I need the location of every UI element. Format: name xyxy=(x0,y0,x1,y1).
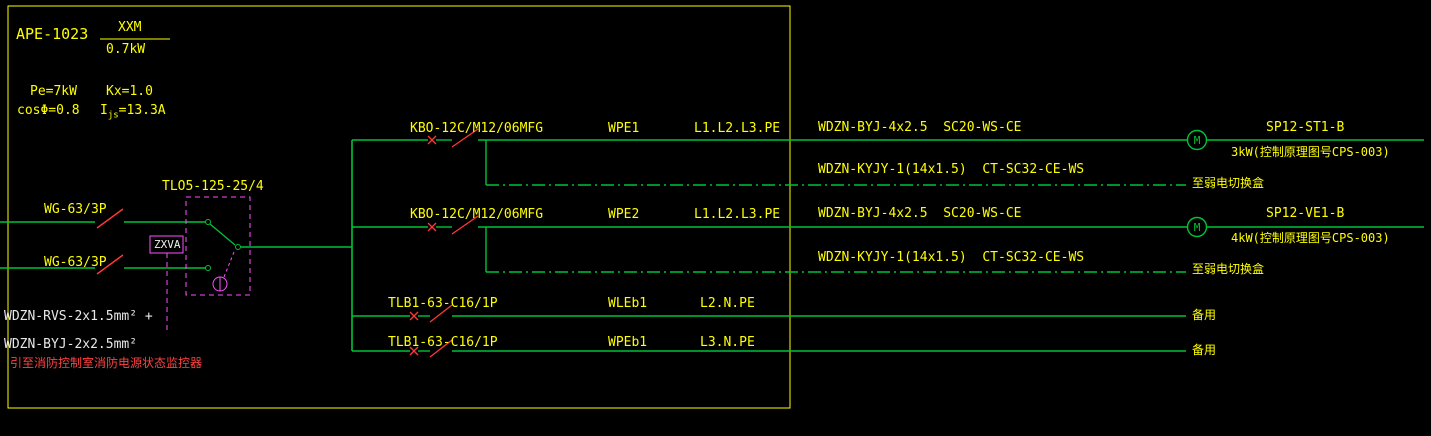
zxva-label: ZXVA xyxy=(154,238,181,251)
branch3-dest-label: 备用 xyxy=(1192,308,1217,322)
cos-phi-label: cosΦ=0.8 xyxy=(17,103,80,118)
branch1-load-name-label: SP12-ST1-B xyxy=(1266,120,1345,135)
branch2-cable-label: WDZN-BYJ-4x2.5 SC20-WS-CE xyxy=(818,206,1022,221)
kx-label: Kx=1.0 xyxy=(106,84,153,99)
fire-note-line1: WDZN-RVS-2x1.5mm² + xyxy=(4,309,153,324)
branch-wleb1-device-symbol xyxy=(409,304,453,323)
branch1-device-label: KBO-12C/M12/06MFG xyxy=(410,121,544,136)
branch1-circuit-label: WPE1 xyxy=(608,121,640,136)
branch2-circuit-label: WPE2 xyxy=(608,207,640,222)
ijs-prefix: I xyxy=(100,103,108,118)
ijs-label: Ijs=13.3A xyxy=(100,103,166,121)
transfer-switch-symbol xyxy=(185,196,251,296)
tap2-cable-label: WDZN-KYJY-1(14x1.5) CT-SC32-CE-WS xyxy=(818,250,1085,265)
fire-note-line3: 引至消防控制室消防电源状态监控器 xyxy=(10,356,203,370)
motor-1-letter: M xyxy=(1194,134,1201,147)
branch1-phases-label: L1.L2.L3.PE xyxy=(694,121,781,136)
branch1-load-desc-label: 3kW(控制原理图号CPS-003) xyxy=(1231,145,1390,159)
branch-wpe2-lines xyxy=(352,216,1424,273)
branch2-load-desc-label: 4kW(控制原理图号CPS-003) xyxy=(1231,231,1390,245)
tap1-cable-label: WDZN-KYJY-1(14x1.5) CT-SC32-CE-WS xyxy=(818,162,1085,177)
motor-symbol-letters: M M xyxy=(1194,134,1201,234)
branch2-device-label: KBO-12C/M12/06MFG xyxy=(410,207,544,222)
motor-2-letter: M xyxy=(1194,221,1201,234)
branch4-phases-label: L3.N.PE xyxy=(700,335,755,350)
ijs-subscript: js xyxy=(107,110,119,121)
panel-frame xyxy=(7,5,791,409)
branch3-device-label: TLB1-63-C16/1P xyxy=(388,296,498,311)
branch1-cable-label: WDZN-BYJ-4x2.5 SC20-WS-CE xyxy=(818,120,1022,135)
branch-wpe1-lines xyxy=(352,129,1424,186)
branch2-phases-label: L1.L2.L3.PE xyxy=(694,207,781,222)
branch4-circuit-label: WPEb1 xyxy=(608,335,648,350)
branch3-phases-label: L2.N.PE xyxy=(700,296,755,311)
branch-wpeb1-device-symbol xyxy=(409,339,453,358)
tap2-dest-label: 至弱电切换盒 xyxy=(1192,262,1265,276)
incoming-breaker-1-label: WG-63/3P xyxy=(44,202,107,217)
ijs-value: =13.3A xyxy=(118,103,166,118)
rating-denominator-label: 0.7kW xyxy=(106,42,146,57)
bus-line xyxy=(241,140,353,351)
incoming-lines xyxy=(0,221,206,269)
transfer-switch-label: TLO5-125-25/4 xyxy=(162,179,264,194)
fire-note-line2: WDZN-BYJ-2x2.5mm² xyxy=(4,337,138,352)
branch3-circuit-label: WLEb1 xyxy=(608,296,648,311)
branch4-dest-label: 备用 xyxy=(1192,343,1217,357)
branch-wpe1-device-symbol xyxy=(427,128,479,148)
panel-id-label: APE-1023 xyxy=(16,25,89,43)
branch-wpe2-device-symbol xyxy=(427,215,479,235)
branch2-load-name-label: SP12-VE1-B xyxy=(1266,206,1345,221)
tap1-dest-label: 至弱电切换盒 xyxy=(1192,176,1265,190)
incoming-breaker-symbols xyxy=(96,208,124,275)
rating-numerator-label: XXM xyxy=(118,20,142,35)
incoming-breaker-2-label: WG-63/3P xyxy=(44,255,107,270)
branch4-device-label: TLB1-63-C16/1P xyxy=(388,335,498,350)
pe-label: Pe=7kW xyxy=(30,84,77,99)
